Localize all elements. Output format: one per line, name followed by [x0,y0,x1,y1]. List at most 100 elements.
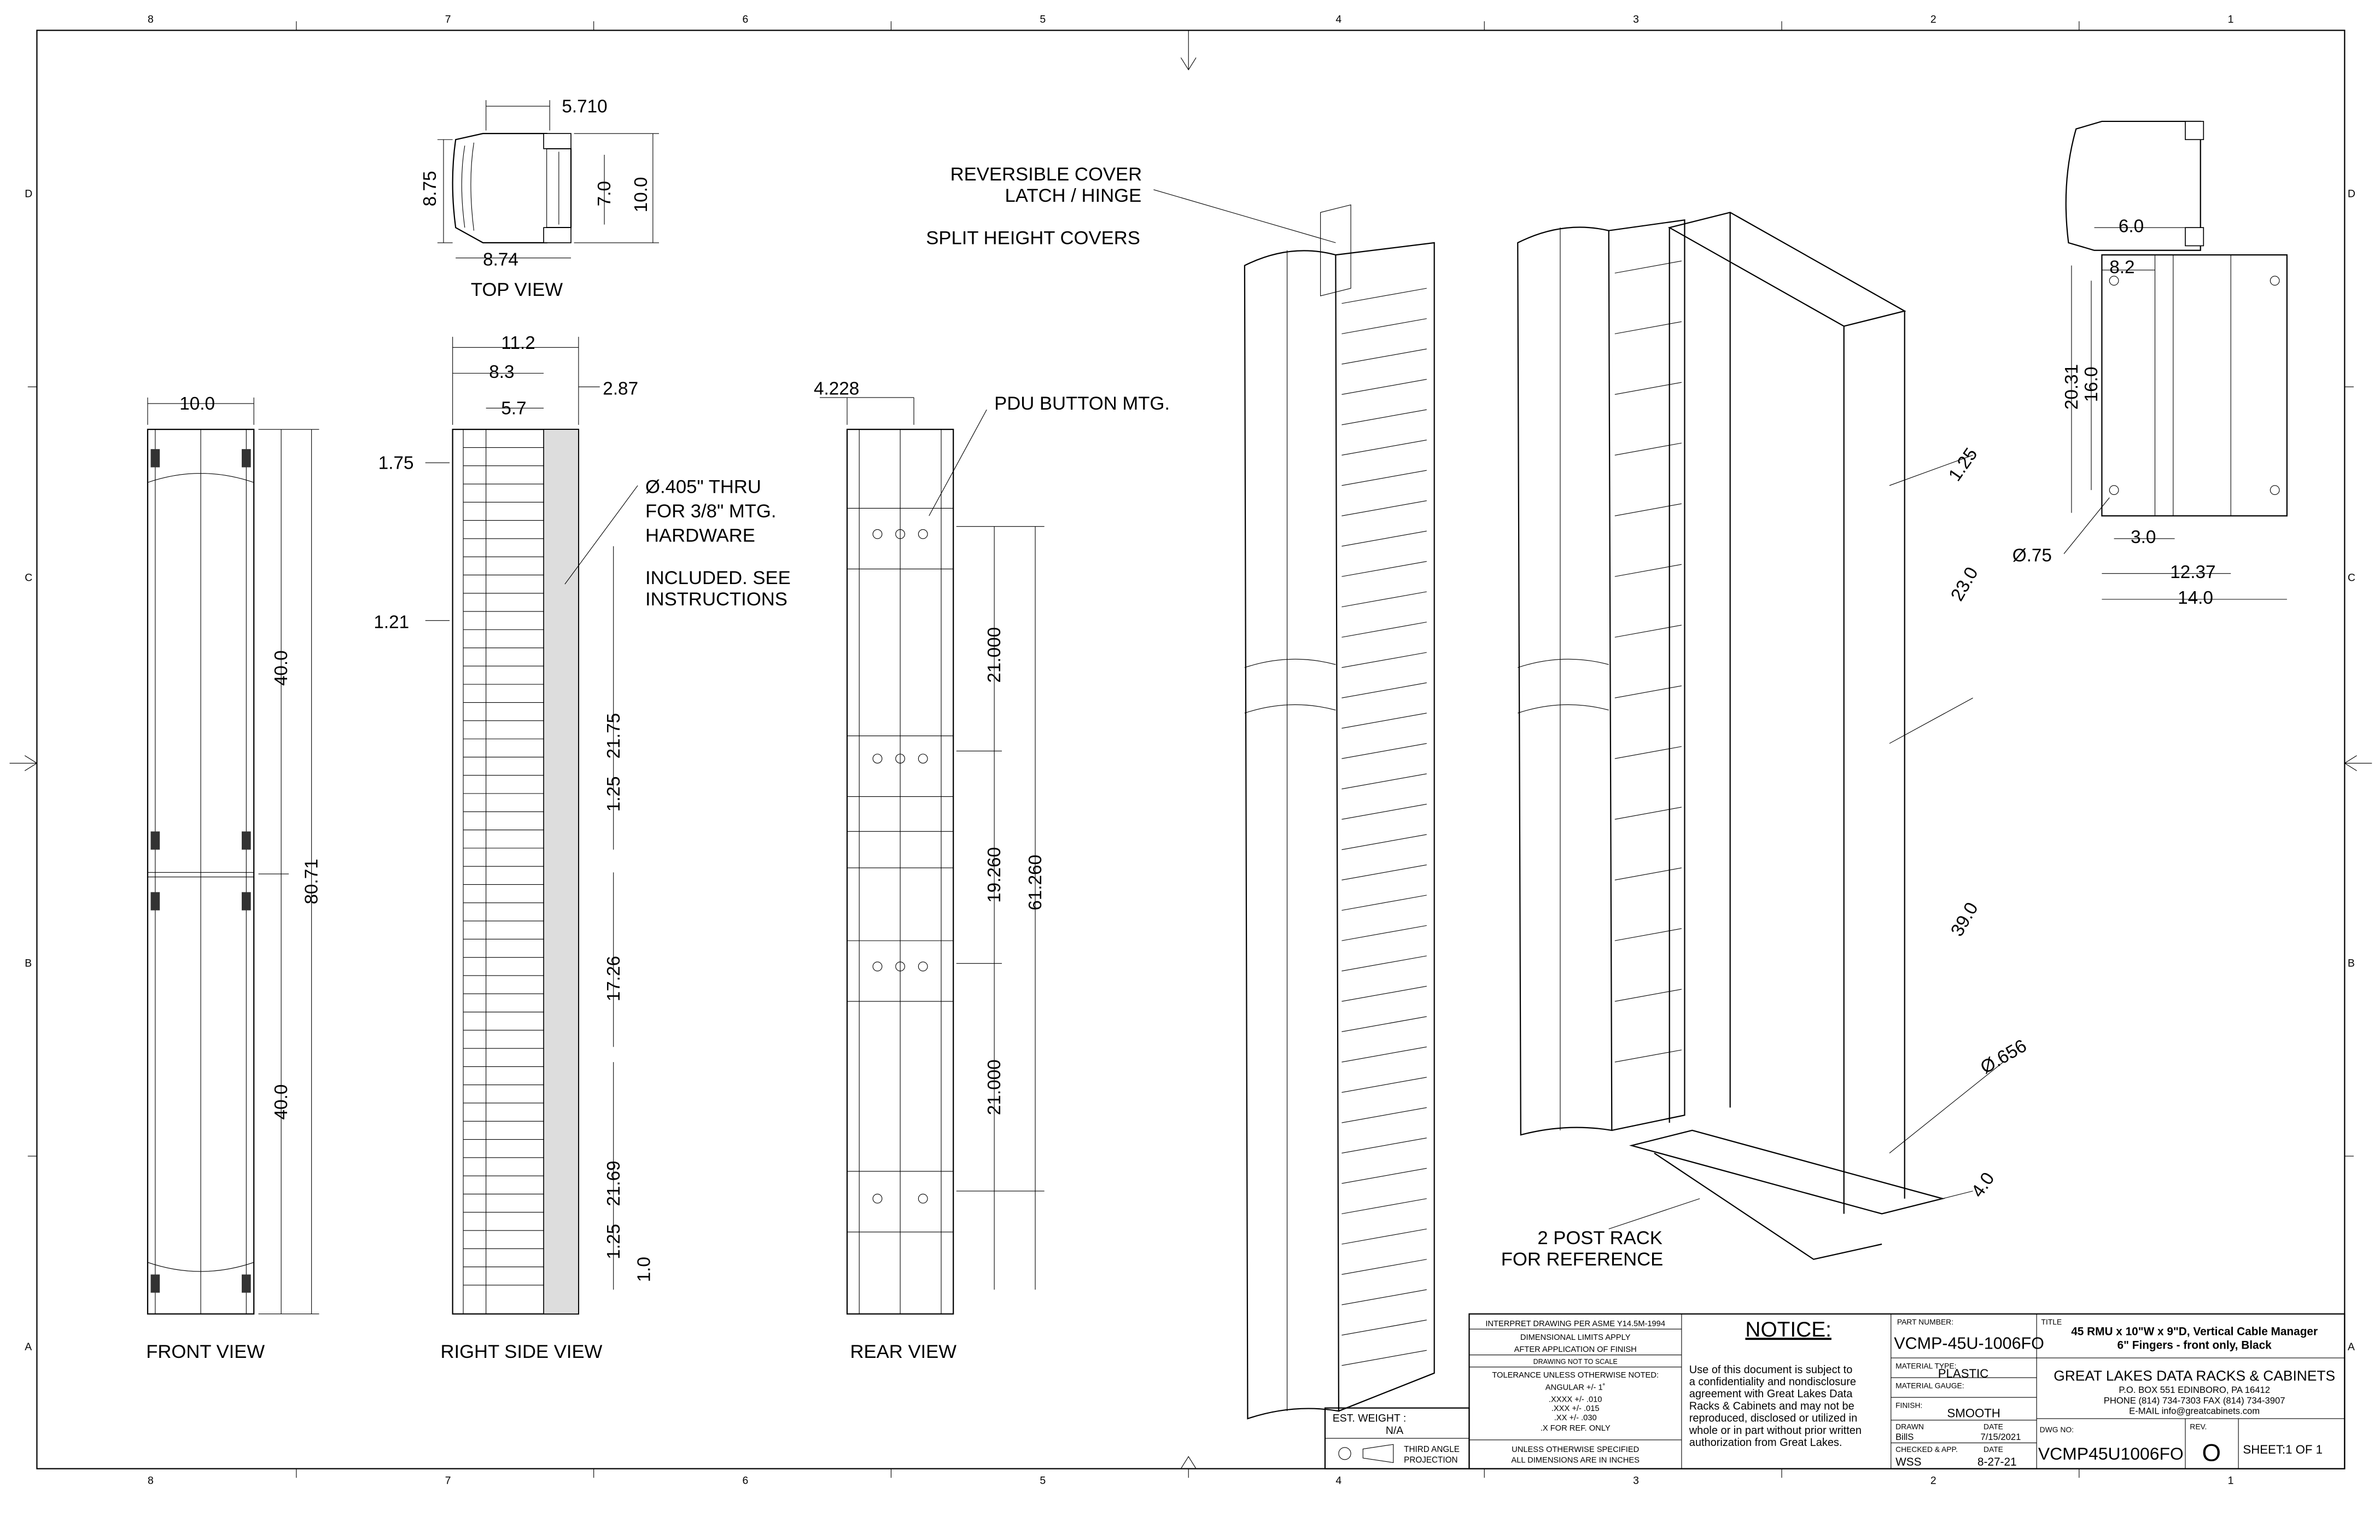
title-block: INTERPRET DRAWING PER ASME Y14.5M-1994 D… [1468,1313,2346,1469]
note-reversible-cover: REVERSIBLE COVER [950,164,1142,185]
note-thru-3: HARDWARE [645,525,755,546]
zone-col-3: 3 [1633,14,1639,26]
zone-col-7-bottom: 7 [445,1474,451,1486]
company-address: P.O. BOX 551 EDINBORO, PA 16412 [2119,1385,2270,1395]
dim-rear-21-upper: 21.000 [984,627,1005,683]
zone-col-7: 7 [445,14,451,26]
dim-detail-3: 3.0 [2131,527,2156,547]
zone-row-b: B [25,957,32,969]
est-weight-label: EST. WEIGHT : [1333,1413,1406,1425]
company-phone: PHONE (814) 734-7303 FAX (814) 734-3907 [2104,1395,2285,1405]
zone-row-a-right: A [2348,1341,2355,1353]
drawn-date-label: DATE [1984,1422,2003,1431]
dim-side-1-25b: 1.25 [604,1224,624,1259]
dim-detail-8-2: 8.2 [2109,257,2134,277]
zone-col-2-bottom: 2 [1930,1474,1936,1486]
tb-tol-2: .XX +/- .030 [1554,1414,1597,1422]
front-view: 10.0 40.0 80.71 40.0 FRONT VIEW [146,394,322,1362]
drawing-title-2: 6" Fingers - front only, Black [2118,1339,2272,1351]
note-thru-2: FOR 3/8" MTG. [645,501,777,522]
note-thru-1: Ø.405" THRU [645,477,761,498]
zone-row-c: C [25,572,32,584]
projection-1: THIRD ANGLE [1404,1445,1460,1454]
note-latch-hinge: LATCH / HINGE [1005,185,1142,206]
dim-top-bottom: 8.74 [483,250,518,270]
part-number-label: PART NUMBER: [1897,1317,1953,1326]
note-rack-2: FOR REFERENCE [1501,1249,1664,1270]
top-view-label: TOP VIEW [471,279,563,300]
dim-side-2-87: 2.87 [603,378,638,399]
dwg-no-label: DWG NO: [2040,1425,2074,1434]
notice-line: Use of this document is subject to [1689,1364,1853,1376]
company-email: E-MAIL info@greatcabinets.com [2129,1406,2260,1416]
dim-top-overall: 10.0 [631,177,651,213]
dim-rack-hole: Ø.656 [1977,1036,2030,1078]
note-included-2: INSTRUCTIONS [645,589,788,610]
rear-view-label: REAR VIEW [850,1341,957,1362]
notice-line: agreement with Great Lakes Data [1689,1388,1853,1400]
note-split-height: SPLIT HEIGHT COVERS [926,228,1140,249]
tb-tol-3: .XXX +/- .015 [1551,1404,1600,1413]
dim-side-1-25: 1.25 [604,777,624,812]
tb-unless-2: ALL DIMENSIONS ARE IN INCHES [1511,1456,1640,1465]
zone-col-8: 8 [148,14,154,26]
notice-line: whole or in part without prior written [1689,1425,1862,1437]
dim-rack-23: 23.0 [1947,564,1982,605]
zone-col-6-bottom: 6 [743,1474,749,1486]
dim-front-upper: 40.0 [271,650,291,686]
dim-detail-16: 16.0 [2081,366,2102,402]
material-gauge-label: MATERIAL GAUGE: [1895,1381,1964,1390]
tb-limits-1: DIMENSIONAL LIMITS APPLY [1520,1333,1631,1342]
right-side-view: 11.2 8.3 5.7 2.87 1.75 1.21 21.75 1.25 1… [374,333,790,1362]
tb-not-to-scale: DRAWING NOT TO SCALE [1533,1358,1618,1366]
dim-front-lower: 40.0 [271,1084,291,1120]
company-name: GREAT LAKES DATA RACKS & CABINETS [2054,1368,2335,1384]
note-pdu-button: PDU BUTTON MTG. [994,393,1170,414]
title-label: TITLE [2041,1317,2062,1326]
rev-value: O [2202,1440,2221,1467]
notice-line: authorization from Great Lakes. [1689,1437,1842,1449]
projection-2: PROJECTION [1404,1456,1457,1465]
zone-col-2: 2 [1930,14,1936,26]
material-type-label: MATERIAL TYPE: [1895,1361,1956,1370]
zone-row-d-right: D [2348,188,2355,200]
dim-rack-1-25: 1.25 [1945,445,1981,485]
zone-row-c-right: C [2348,572,2355,584]
dim-rear-61-26: 61.260 [1025,855,1046,911]
tb-limits-2: AFTER APPLICATION OF FINISH [1514,1345,1637,1354]
zone-col-1-bottom: 1 [2228,1474,2234,1486]
zone-col-5: 5 [1040,14,1046,26]
zone-col-4: 4 [1335,14,1341,26]
tb-angular: ANGULAR +/- 1˚ [1545,1383,1606,1392]
drawn-date: 7/15/2021 [1980,1432,2021,1442]
tb-unless-1: UNLESS OTHERWISE SPECIFIED [1512,1445,1639,1454]
checked-date-label: DATE [1984,1445,2003,1454]
drawing-title-1: 45 RMU x 10"W x 9"D, Vertical Cable Mana… [2071,1325,2318,1338]
notice-line: Racks & Cabinets and may not be [1689,1400,1854,1412]
isometric-cable-manager: REVERSIBLE COVER LATCH / HINGE SPLIT HEI… [926,164,1435,1420]
notice-line: reproduced, disclosed or utilized in [1689,1413,1857,1425]
dim-side-21-75: 21.75 [604,713,624,759]
dim-detail-20-31: 20.31 [2062,364,2082,410]
dwg-no: VCMP45U1006FO [2038,1444,2184,1463]
tb-interpret: INTERPRET DRAWING PER ASME Y14.5M-1994 [1485,1320,1665,1328]
dim-front-width: 10.0 [179,394,215,414]
zone-col-8-bottom: 8 [148,1474,154,1486]
drawing-frame: 8 7 6 5 4 3 2 1 8 7 6 5 4 3 2 1 D C B A … [9,14,2372,1486]
zone-col-1: 1 [2228,14,2234,26]
rear-view: 4.228 21.000 19.260 61.260 21.000 PDU BU… [814,378,1170,1362]
dim-side-8-3: 8.3 [489,362,514,382]
dim-side-5-7: 5.7 [501,398,526,418]
checked-date: 8-27-21 [1978,1456,2017,1468]
dim-front-total: 80.71 [302,859,322,904]
front-view-label: FRONT VIEW [146,1341,265,1362]
part-number: VCMP-45U-1006FO [1894,1334,2044,1352]
right-side-view-label: RIGHT SIDE VIEW [440,1341,602,1362]
tb-tolerance: TOLERANCE UNLESS OTHERWISE NOTED: [1492,1371,1659,1380]
dim-detail-12-37: 12.37 [2170,562,2215,582]
sheet-number: SHEET:1 OF 1 [2243,1443,2323,1456]
finish-value: SMOOTH [1947,1406,2000,1420]
zone-col-5-bottom: 5 [1040,1474,1046,1486]
mounting-detail-view: 6.0 8.2 20.31 16.0 Ø.75 3.0 12.37 14.0 [2012,120,2288,608]
weight-projection-box: EST. WEIGHT : N/A THIRD ANGLE PROJECTION [1324,1407,1470,1469]
